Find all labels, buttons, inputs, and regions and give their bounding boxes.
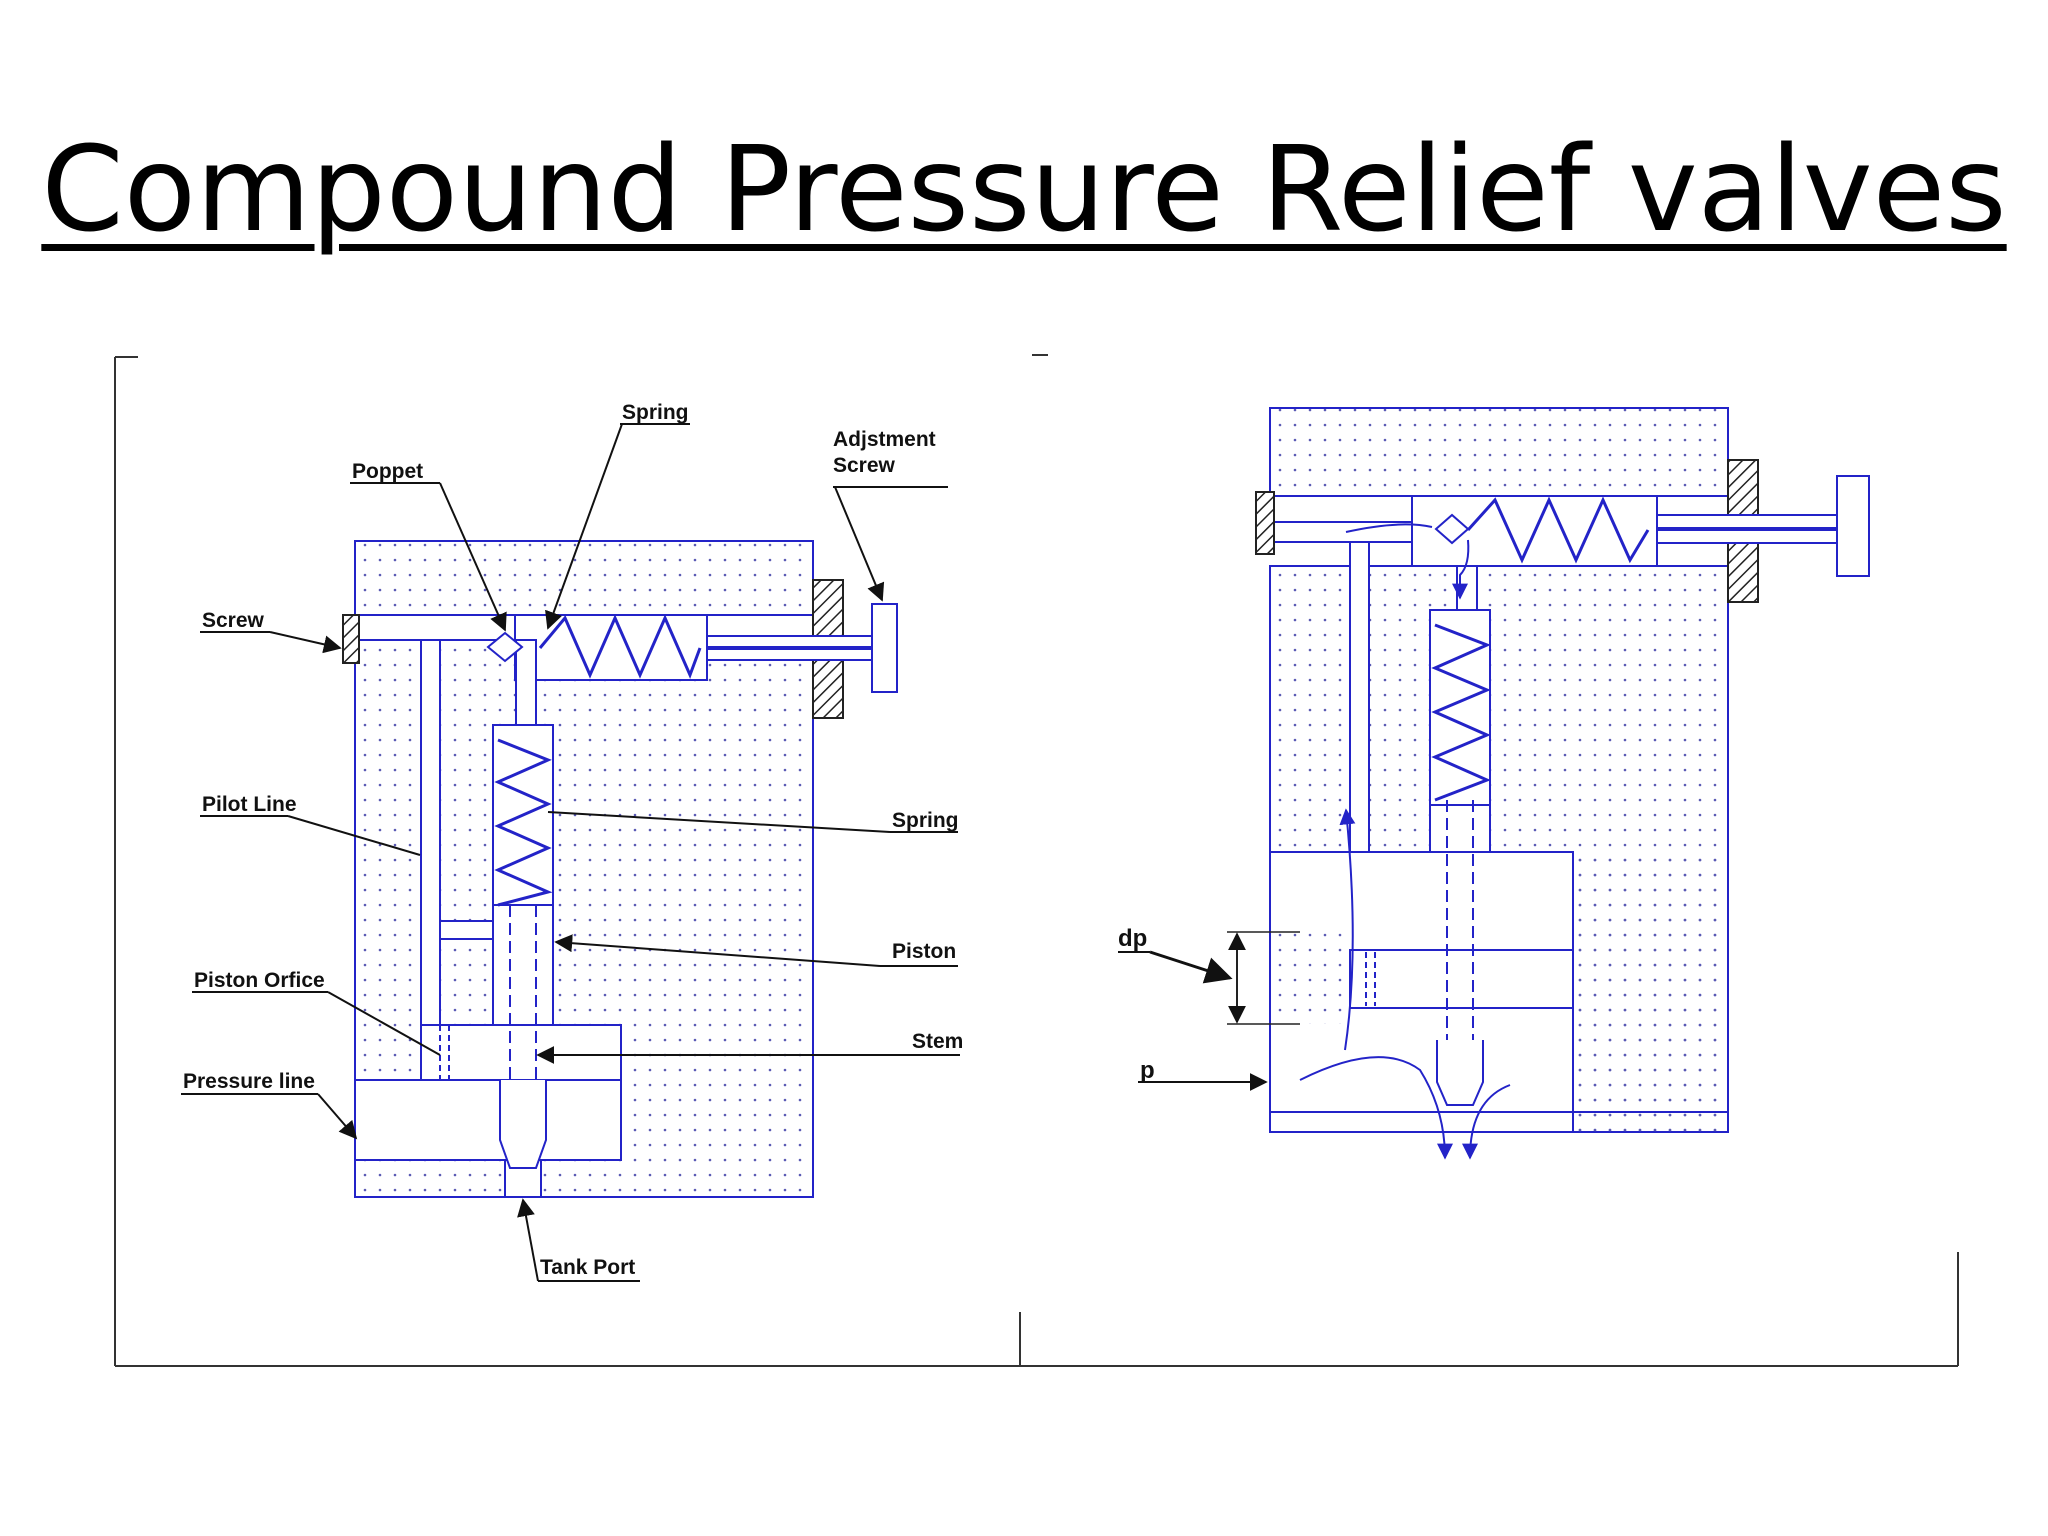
figure-frame	[114, 354, 1959, 1367]
label-piston-orifice: Piston Orfice	[194, 969, 325, 992]
right-valve-body	[1227, 407, 1870, 1160]
page-title: Compound Pressure Relief valves	[41, 120, 2007, 258]
label-spring-right: Spring	[892, 809, 959, 832]
label-tank-port: Tank Port	[540, 1256, 635, 1279]
label-pressure-line: Pressure line	[183, 1070, 315, 1093]
label-screw: Screw	[202, 609, 265, 632]
label-piston: Piston	[892, 940, 956, 963]
label-spring-top: Spring	[622, 401, 689, 424]
left-labels: Spring Poppet Adjstment Screw Screw Pilo…	[181, 401, 963, 1282]
label-stem: Stem	[912, 1030, 963, 1053]
label-pilot-line: Pilot Line	[202, 793, 297, 816]
label-dp: dp	[1118, 925, 1147, 952]
left-valve-body	[342, 540, 898, 1198]
label-poppet: Poppet	[352, 460, 423, 483]
label-adjustment-1: Adjstment	[833, 428, 936, 451]
label-p: p	[1140, 1057, 1155, 1084]
label-adjustment-2: Screw	[833, 454, 896, 477]
right-labels: dp p	[1118, 925, 1268, 1091]
